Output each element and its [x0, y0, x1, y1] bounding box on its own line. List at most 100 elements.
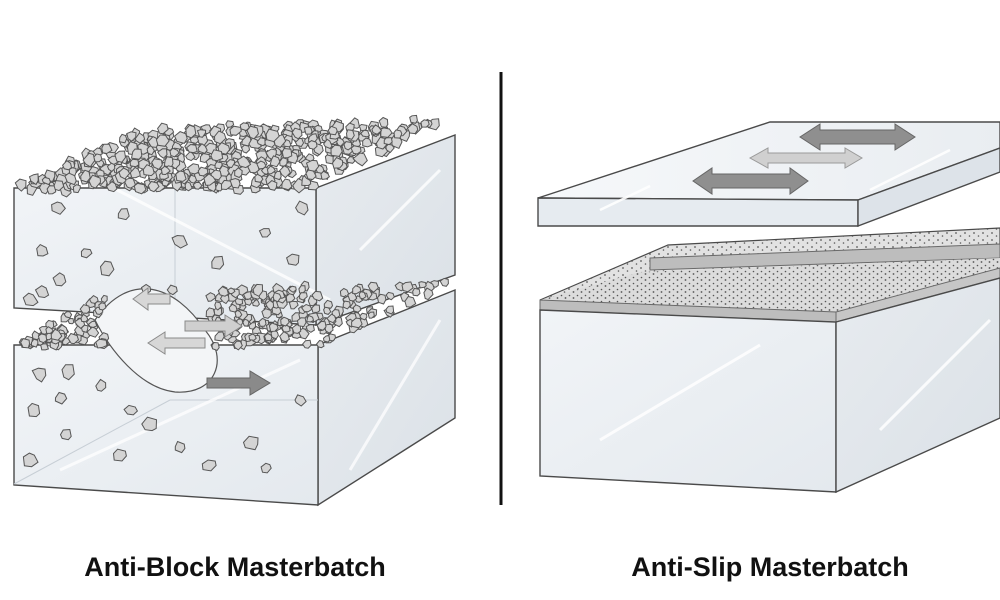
particle [157, 122, 169, 135]
particle [86, 326, 100, 338]
particle [242, 318, 250, 327]
particle [298, 285, 306, 294]
particle [239, 122, 250, 132]
particle [347, 291, 358, 302]
particle [306, 140, 318, 150]
particle [358, 291, 367, 300]
particle [151, 158, 163, 170]
particle [155, 134, 170, 147]
arrow-icon [206, 370, 271, 396]
particle [41, 176, 52, 186]
particle [14, 178, 27, 192]
particle [278, 331, 290, 343]
particle [205, 292, 216, 302]
particle [36, 243, 49, 257]
particle [80, 313, 89, 323]
particle [306, 314, 315, 323]
anti-block-caption: Anti-Block Masterbatch [84, 552, 386, 582]
arrow-icon [147, 331, 206, 355]
particle [243, 297, 253, 306]
particle [423, 287, 434, 301]
particle [61, 364, 75, 381]
particle [236, 155, 252, 169]
particle [350, 145, 362, 155]
particle [146, 145, 155, 156]
particle [412, 287, 421, 297]
particle [246, 125, 259, 140]
particle [130, 148, 143, 160]
particle [166, 284, 178, 296]
particle [114, 150, 127, 163]
particle [100, 294, 108, 304]
particle [95, 338, 108, 349]
particle [345, 129, 355, 140]
particle [420, 119, 430, 128]
particle [404, 295, 417, 308]
particle [197, 166, 209, 177]
particle [199, 152, 211, 164]
particle [322, 138, 333, 150]
particle [265, 299, 275, 312]
particle [258, 228, 272, 238]
particle [189, 136, 200, 144]
arrow-icon [184, 314, 243, 338]
particle [322, 335, 331, 343]
particle [201, 459, 217, 472]
particle [234, 309, 243, 318]
particle [22, 292, 39, 307]
particle [229, 177, 241, 189]
particle [192, 181, 203, 190]
particle [95, 378, 107, 392]
particle [101, 143, 113, 155]
particle [160, 165, 171, 176]
particle [227, 287, 236, 295]
particle [126, 131, 137, 142]
particle [320, 170, 331, 181]
particle [272, 292, 282, 303]
particle [175, 170, 187, 182]
particle [360, 129, 371, 138]
particle [22, 452, 39, 468]
particle [141, 416, 158, 432]
particle [254, 173, 264, 183]
particle [241, 144, 251, 154]
anti-slip-diagram [537, 121, 1000, 494]
particle [269, 155, 281, 168]
particle [303, 126, 313, 135]
particle [234, 297, 244, 306]
particle [106, 162, 116, 173]
particle [228, 303, 238, 313]
particle [234, 167, 243, 179]
particle [80, 169, 91, 183]
particle [217, 286, 229, 297]
particle [294, 394, 307, 407]
particle [88, 174, 102, 189]
particle [185, 143, 198, 154]
arrow-icon [692, 167, 809, 195]
particle [295, 200, 309, 216]
particle [252, 298, 260, 307]
particle [305, 159, 320, 172]
particle [326, 313, 337, 324]
particle [169, 147, 180, 158]
particle [52, 272, 67, 287]
particle [268, 322, 279, 333]
particle [214, 331, 225, 342]
particle [300, 303, 313, 313]
particle [54, 391, 68, 405]
particle [406, 123, 419, 135]
particle [281, 147, 293, 159]
particle [210, 149, 224, 162]
particle [129, 158, 140, 168]
particle [352, 152, 368, 167]
particle [53, 180, 65, 192]
particle [281, 178, 293, 191]
particle [385, 143, 395, 154]
particle [331, 156, 344, 169]
arrow-icon [132, 287, 171, 311]
particle [157, 148, 168, 159]
particle [383, 137, 393, 146]
particle [296, 317, 307, 328]
particle [256, 137, 266, 147]
particle [88, 294, 99, 304]
